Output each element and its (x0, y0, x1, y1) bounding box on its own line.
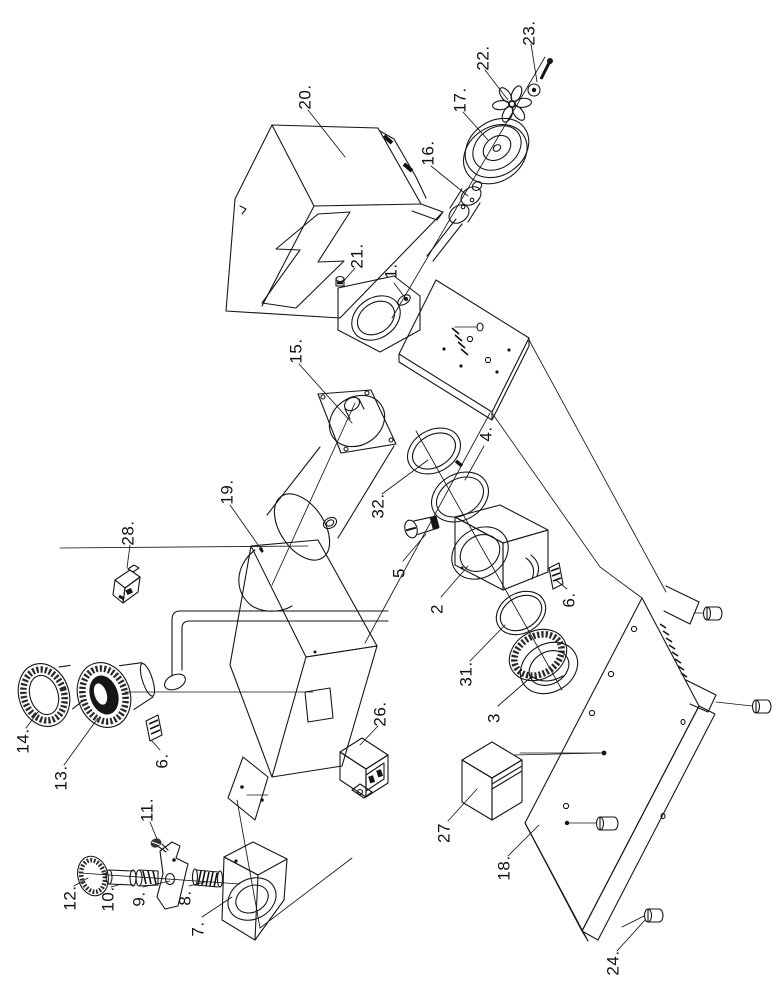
part-label-16: 16. (418, 140, 437, 165)
part-label-21: 21. (347, 243, 366, 268)
part-19-housing (164, 539, 389, 821)
part-label-8: 8. (175, 890, 194, 905)
part-label-18: 18. (494, 855, 513, 880)
part-6-key (548, 562, 564, 590)
part-22-fan (492, 85, 532, 123)
part-4-ring (431, 471, 489, 523)
part-15-motor (266, 389, 397, 561)
part-label-23: 23. (519, 20, 538, 45)
part-11-screw (150, 838, 169, 853)
part-26-power-module (339, 737, 389, 799)
part-label-31: 31. (456, 661, 475, 686)
part-label-1: 1. (381, 263, 400, 278)
part-3-knurled-cap (508, 628, 579, 695)
part-label-20: 20. (295, 84, 314, 109)
part-label-7: 7. (188, 921, 207, 936)
part-label-26: 26. (370, 701, 389, 726)
part-label-10: 10. (98, 886, 117, 911)
part-label-4: 4. (476, 426, 495, 441)
part-13-lens-cell (76, 662, 156, 728)
part-32-retaining-ring (407, 427, 464, 475)
part-label-24: 24. (603, 950, 622, 975)
part-2-lens-block (451, 504, 549, 591)
part-8-spring (191, 868, 224, 888)
part-label-2: 2 (427, 604, 446, 614)
part-label-6: 6. (559, 592, 578, 607)
part-24-foot-b (715, 699, 772, 714)
part-label-13: 13. (51, 765, 70, 790)
part-label-22: 22. (473, 45, 492, 70)
part-labels: 23. 22. 17. 20. 16. 21. 1. 15. 19. 32. 4… (13, 20, 622, 975)
part-16-coupling (426, 181, 483, 262)
part-label-9: 9. (129, 891, 148, 906)
part-label-27: 27 (434, 823, 453, 843)
part-1-bracket-plate (337, 275, 530, 421)
part-18-base-plate (519, 585, 772, 942)
part-label-15: 15. (286, 338, 305, 363)
part-24-foot-a (693, 606, 723, 621)
part-14-knurled-ring (17, 663, 83, 727)
part-23-screw (527, 58, 553, 97)
part-6b-key (145, 714, 163, 742)
plate-screw (564, 816, 619, 831)
part-label-17: 17. (450, 87, 469, 112)
part-10-shaft (105, 869, 159, 887)
part-5-bolt (404, 515, 440, 539)
part-20-cover (225, 124, 444, 319)
part-9-lever-bracket (156, 841, 189, 910)
part-label-19: 19. (217, 479, 236, 504)
part-label-14: 14. (13, 728, 32, 753)
part-21-screw (335, 275, 345, 287)
part-17-pulley (462, 117, 530, 185)
part-label-32: 32. (368, 493, 387, 518)
part-label-6b: 6. (152, 753, 171, 768)
part-label-28: 28. (118, 520, 137, 545)
part-label-5: 5 (389, 568, 408, 578)
leader-lines (25, 43, 646, 952)
part-label-12: 12. (60, 885, 79, 910)
part-31-o-ring (495, 590, 547, 636)
part-24-foot-c (621, 908, 664, 928)
part-7-clamp-block (221, 841, 288, 941)
part-label-3: 3 (484, 713, 503, 723)
part-label-11: 11. (137, 798, 156, 822)
part-28-clip (112, 564, 141, 604)
part-27-box (461, 741, 601, 821)
construction-lines (59, 56, 667, 929)
